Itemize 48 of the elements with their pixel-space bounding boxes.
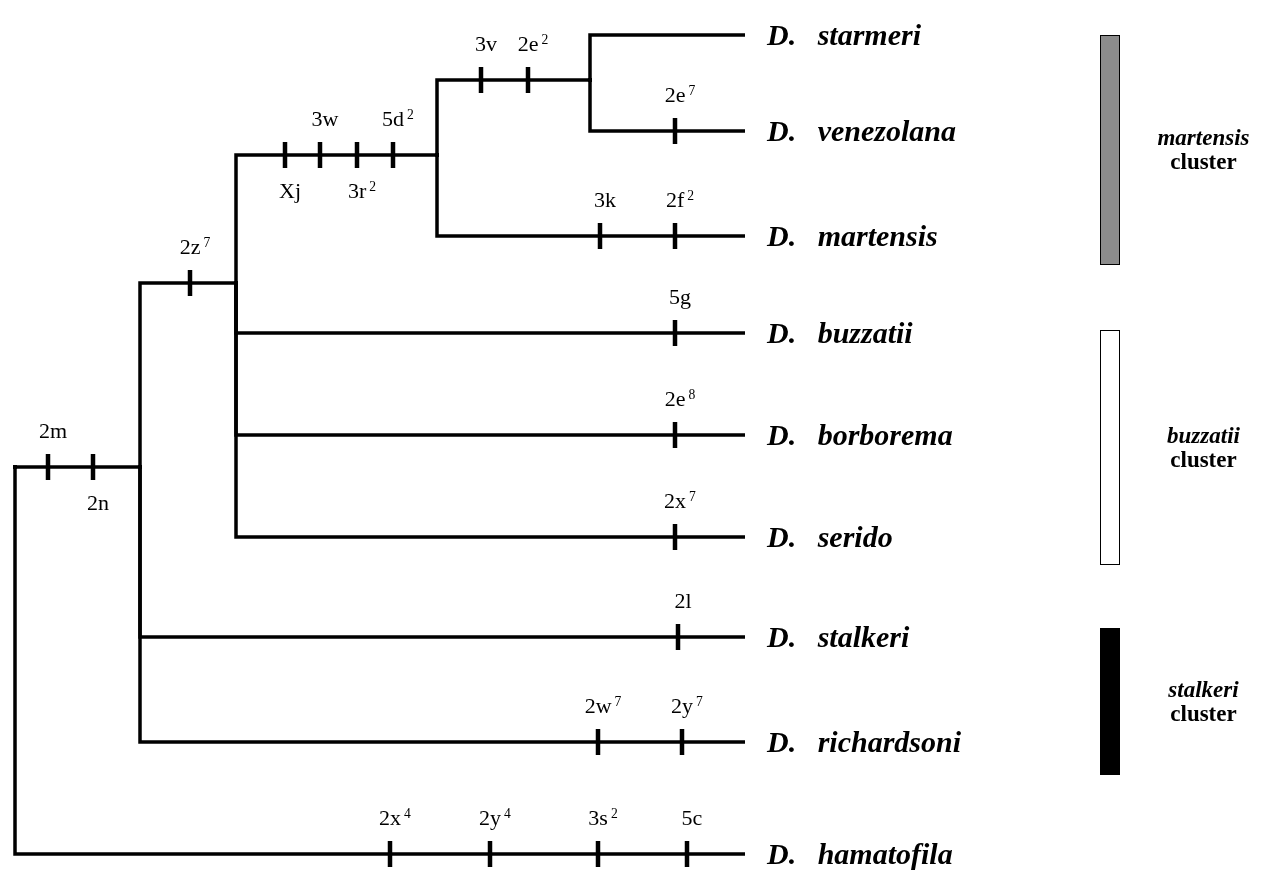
character-label: 2z$^{7}$ [179,235,211,259]
character-label: 3k [594,189,616,211]
tree-branch [138,281,236,467]
species-name: D. hamatofila [745,839,953,869]
branch-node [138,465,142,469]
character-label: 2m [38,420,68,442]
species-name: D. stalkeri [745,622,910,652]
character-label: 3s$^{2}$ [588,806,618,830]
species-name: D. buzzatii [745,318,913,348]
species-name: D. serido [745,522,893,552]
character-label: 2e$^{8}$ [664,387,696,411]
character-label: 2e$^{2}$ [517,32,549,56]
branch-node [588,78,592,82]
species-name: D. venezolana [745,116,956,146]
character-label: 2f$^{2}$ [665,188,695,212]
species-name: D. richardsoni [745,727,962,757]
character-label: 2y$^{7}$ [671,694,703,718]
tree-branch [435,155,745,238]
character-label: 2e$^{7}$ [664,83,696,107]
character-label: 3r$^{2}$ [347,179,377,203]
character-label: Xj [279,180,301,202]
character-label: 2l [674,590,692,612]
branch-node [234,281,238,285]
character-label: 5d$^{2}$ [382,107,414,131]
species-name: D. martensis [745,221,938,251]
tree-branch [435,78,590,155]
tree-branch [234,283,745,539]
character-label: 2w$^{7}$ [584,694,622,718]
character-label: 2x$^{7}$ [664,489,696,513]
cluster-label: buzzatii cluster [1167,423,1240,472]
tree-branch [13,467,745,856]
character-label: 5g [669,286,691,308]
branch-node [13,465,17,469]
cluster-label: stalkeri cluster [1168,677,1239,726]
tree-branch [138,467,745,744]
character-label: 3w [311,108,339,130]
character-label: 2x$^{4}$ [379,806,411,830]
species-name: D. starmeri [745,20,921,50]
character-label: 3v [475,33,497,55]
character-label: 2y$^{4}$ [479,806,511,830]
branch-node [435,153,439,157]
cluster-label: martensis cluster [1157,125,1250,175]
character-label: 2n [87,492,109,514]
tree-branch [588,80,745,133]
tree-branch [588,33,745,80]
tree-branch [234,153,437,283]
species-name: D. borborema [745,420,953,450]
character-label: 5c [681,807,703,829]
